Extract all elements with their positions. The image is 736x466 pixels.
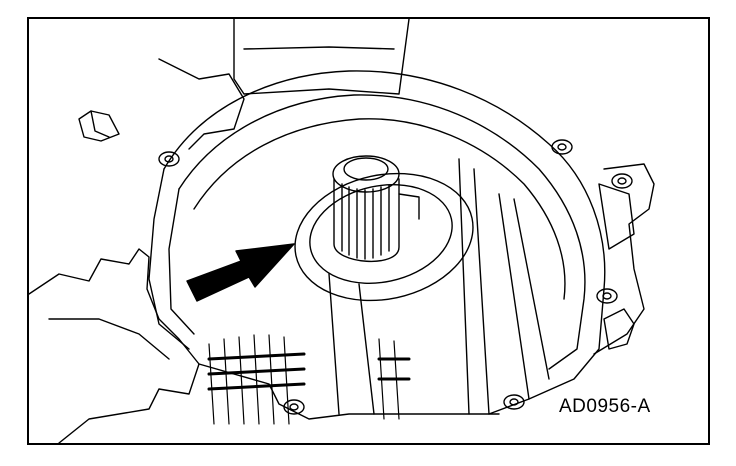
housing-top-left: [158, 58, 245, 150]
bracket: [78, 110, 120, 142]
input-shaft: [332, 155, 420, 263]
housing-left-wall: [148, 168, 190, 350]
right-flange-pocket: [598, 183, 635, 250]
figure-code: AD0956-A: [559, 396, 651, 417]
housing-left-outline: [29, 248, 200, 443]
housing-rim-outer: [163, 70, 606, 415]
bolt-bosses: [158, 139, 633, 415]
pointer-arrow: [186, 243, 295, 302]
case-ribs: [328, 158, 550, 415]
seal-ring-outer: [294, 172, 474, 302]
transmission-case-drawing: [29, 19, 655, 443]
housing-left-wall-inner: [168, 188, 195, 335]
housing-rim-inner: [178, 94, 586, 370]
illustration-frame: AD0956-A: [27, 17, 710, 445]
seal-ring-inner: [309, 184, 453, 284]
top-plate-edge: [243, 46, 395, 50]
right-flange: [593, 163, 655, 355]
gear-hatch: [207, 352, 411, 391]
top-plate: [233, 19, 410, 95]
housing-left-inner: [48, 318, 170, 360]
housing-rim-inner2: [193, 118, 566, 300]
gear-teeth: [208, 334, 400, 425]
right-tab: [603, 308, 635, 350]
bracket-inner: [90, 110, 110, 138]
